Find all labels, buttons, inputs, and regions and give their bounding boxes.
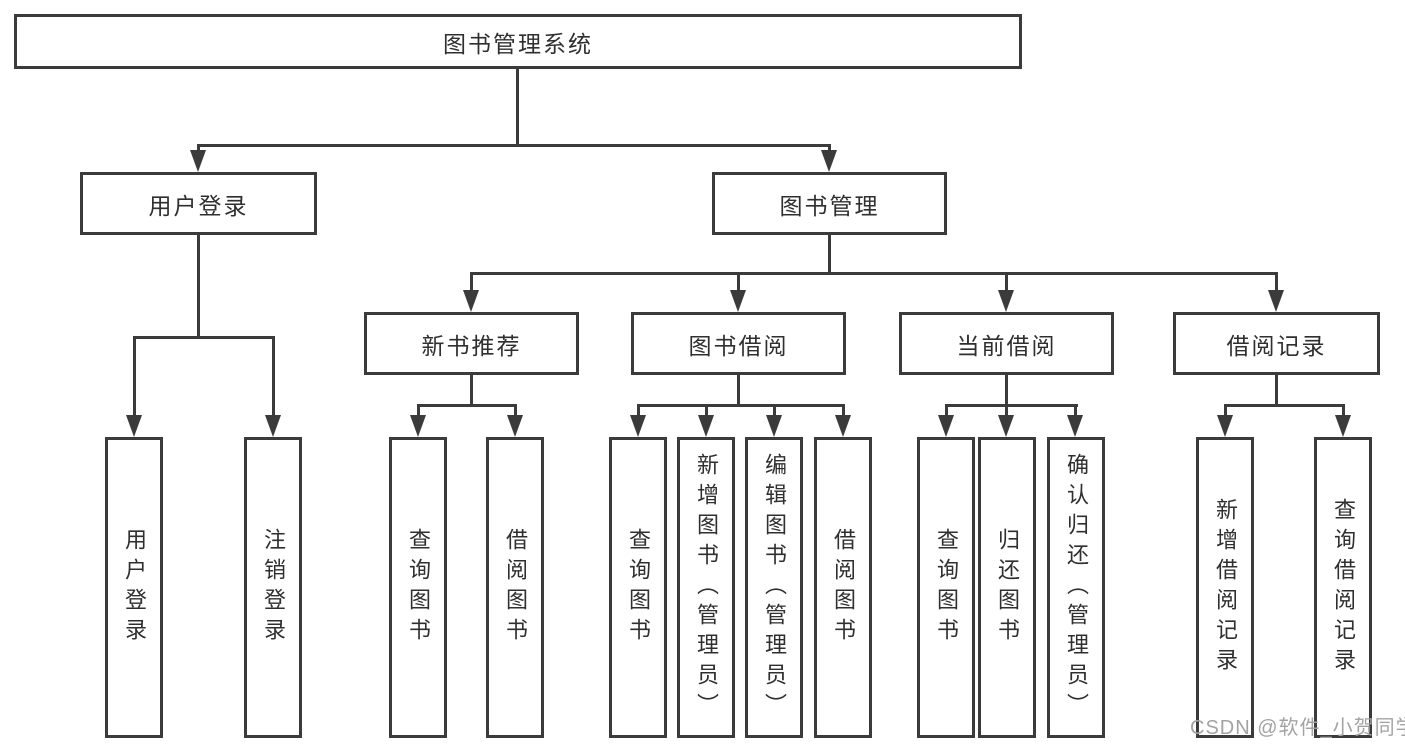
connector-stub [1342,404,1345,418]
node-label: 图书借阅 [688,332,789,359]
leaf-borrow-query-books: 查询图书 [609,437,667,738]
connector-stub [1005,404,1008,418]
connector-current-split [945,404,1078,407]
connector-records-trunk [1275,375,1278,407]
connector-bookmgmt-split [470,272,1278,275]
node-user-login: 用户登录 [80,172,317,235]
connector-bookmgmt-trunk [828,235,831,275]
leaf-label: 查询图书 [626,527,651,648]
arrowhead-down-icon [730,290,746,312]
leaf-label: 新增图书（管理员） [694,452,719,723]
connector-current-trunk [1005,375,1008,407]
arrowhead-down-icon [938,415,954,437]
leaf-label: 查询借阅记录 [1331,497,1356,678]
connector-stub [272,336,275,418]
node-label: 用户登录 [148,192,249,219]
node-borrowing-records: 借阅记录 [1173,312,1380,375]
arrowhead-down-icon [1067,415,1083,437]
connector-stub [470,272,473,294]
leaf-current-query-books: 查询图书 [917,437,975,738]
leaf-return-book: 归还图书 [978,437,1036,738]
arrowhead-down-icon [630,415,646,437]
leaf-add-borrow-record: 新增借阅记录 [1196,437,1254,738]
connector-stub [842,404,845,418]
connector-recommend-trunk [470,375,473,407]
connector-root-trunk [516,69,519,147]
arrowhead-down-icon [1268,290,1284,312]
connector-records-split [1224,404,1345,407]
leaf-label: 借阅图书 [831,527,856,648]
arrowhead-down-icon [821,150,837,172]
arrowhead-down-icon [1217,415,1233,437]
node-book-management: 图书管理 [712,172,947,235]
leaf-label: 查询图书 [406,527,431,648]
leaf-label: 确认归还（管理员） [1064,452,1089,723]
node-current-borrowing: 当前借阅 [899,312,1114,375]
leaf-label: 新增借阅记录 [1213,497,1238,678]
connector-userlogin-split [133,336,275,339]
connector-stub [197,144,200,154]
connector-borrow-split [637,404,845,407]
connector-recommend-split [417,404,517,407]
leaf-confirm-return-admin: 确认归还（管理员） [1047,437,1105,738]
connector-borrow-trunk [737,375,740,407]
connector-stub [1224,404,1227,418]
leaf-borrow-borrow-books: 借阅图书 [814,437,872,738]
node-new-book-recommendation: 新书推荐 [364,312,579,375]
leaf-label: 借阅图书 [503,527,528,648]
arrowhead-down-icon [265,415,281,437]
watermark: CSDN @软件_小贺同学 [1190,717,1405,739]
arrowhead-down-icon [998,415,1014,437]
arrowhead-down-icon [998,290,1014,312]
connector-stub [773,404,776,418]
leaf-logout: 注销登录 [244,437,302,738]
node-label: 图书管理 [779,192,880,219]
leaf-add-book-admin: 新增图书（管理员） [677,437,735,738]
arrowhead-down-icon [1335,415,1351,437]
leaf-recommend-query-books: 查询图书 [389,437,447,738]
leaf-recommend-borrow-books: 借阅图书 [486,437,544,738]
leaf-label: 用户登录 [122,527,147,648]
node-library-management-system: 图书管理系统 [14,14,1022,69]
node-book-borrowing: 图书借阅 [631,312,846,375]
arrowhead-down-icon [698,415,714,437]
arrowhead-down-icon [126,415,142,437]
connector-stub [133,336,136,418]
arrowhead-down-icon [190,150,206,172]
connector-stub [1005,272,1008,294]
node-label: 借阅记录 [1226,332,1327,359]
node-label: 图书管理系统 [443,30,593,57]
connector-userlogin-trunk [197,235,200,339]
connector-stub [514,404,517,418]
connector-stub [417,404,420,418]
leaf-label: 编辑图书（管理员） [762,452,787,723]
arrowhead-down-icon [410,415,426,437]
leaf-user-login: 用户登录 [105,437,163,738]
leaf-edit-book-admin: 编辑图书（管理员） [745,437,803,738]
leaf-label: 查询图书 [934,527,959,648]
connector-stub [705,404,708,418]
connector-stub [1275,272,1278,294]
arrowhead-down-icon [835,415,851,437]
connector-stub [945,404,948,418]
leaf-query-borrow-record: 查询借阅记录 [1314,437,1372,738]
arrowhead-down-icon [463,290,479,312]
arrowhead-down-icon [507,415,523,437]
connector-stub [1074,404,1077,418]
arrowhead-down-icon [766,415,782,437]
leaf-label: 注销登录 [261,527,286,648]
leaf-label: 归还图书 [995,527,1020,648]
connector-stub [737,272,740,294]
node-label: 当前借阅 [956,332,1057,359]
connector-stub [828,144,831,154]
node-label: 新书推荐 [421,332,522,359]
connector-root-split [197,144,831,147]
connector-stub [637,404,640,418]
